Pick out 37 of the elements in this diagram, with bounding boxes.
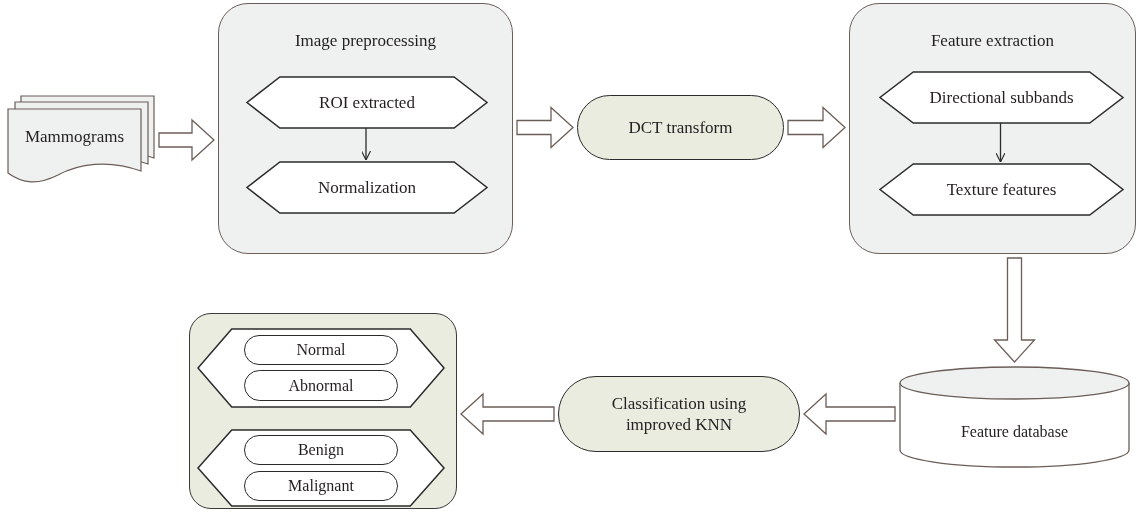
arrow: [995, 122, 1006, 163]
hexagon-box: [879, 163, 1124, 216]
hexagon-box: [246, 161, 488, 214]
node-label: DCT transform: [628, 116, 733, 139]
block-arrow: [158, 118, 215, 162]
hexagon-box: [197, 328, 445, 408]
panel-title: Image preprocessing: [294, 30, 437, 52]
class-pill: [244, 335, 398, 365]
node-label: Abnormal: [288, 375, 354, 396]
node-label: Malignant: [288, 476, 354, 496]
class-pill: [244, 435, 398, 465]
node-label: Normalization: [317, 176, 417, 199]
class-pill: [244, 370, 398, 401]
block-arrow: [787, 106, 846, 149]
node-label: Normal: [296, 340, 346, 360]
stage-panel: [849, 3, 1136, 254]
block-arrow: [803, 392, 896, 436]
block-arrow: [460, 392, 555, 436]
arrow: [360, 127, 372, 161]
class-pill: [244, 471, 398, 501]
hexagon-box: [246, 76, 488, 129]
hexagon-box: [879, 71, 1124, 124]
block-arrow: [993, 257, 1036, 363]
stage-panel: [218, 3, 513, 254]
node-label: Mammograms: [23, 126, 126, 148]
node-label: Texture features: [946, 178, 1057, 201]
hexagon-box: [197, 429, 445, 507]
node-label: Directional subbands: [929, 86, 1074, 109]
result-panel: [189, 313, 457, 509]
node-label: Benign: [297, 440, 345, 460]
node-label: Feature database: [960, 421, 1069, 442]
node-label: ROI extracted: [319, 91, 415, 114]
document-stack: [8, 95, 155, 185]
node-label: Classification using improved KNN: [610, 392, 748, 436]
database-cylinder: [899, 366, 1130, 467]
block-arrow: [516, 106, 574, 149]
panel-title: Feature extraction: [930, 30, 1055, 52]
